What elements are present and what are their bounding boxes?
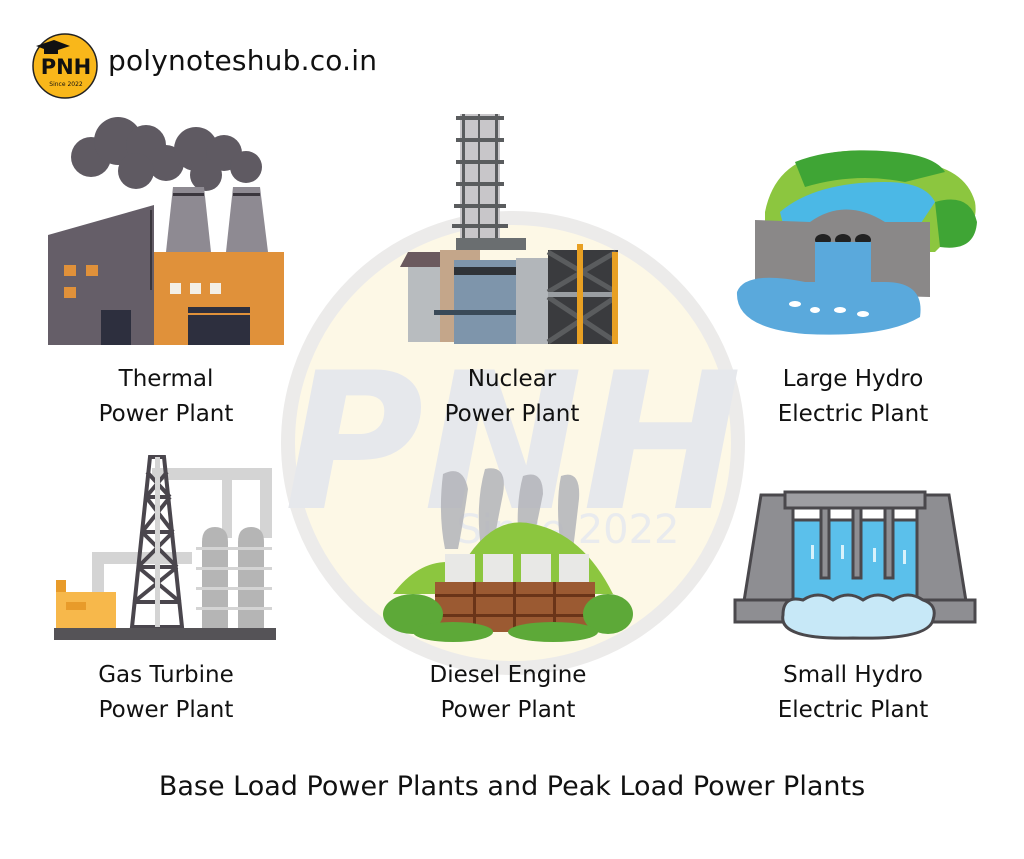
- nuclear-plant-icon: [400, 114, 618, 345]
- gas-turbine-tower-icon: [54, 455, 276, 640]
- pnh-logo[interactable]: PNH Since 2022: [30, 30, 100, 100]
- label-nuclear-power-plant: Nuclear Power Plant: [444, 366, 580, 427]
- label-thermal-power-plant: Thermal Power Plant: [98, 366, 234, 427]
- label-gas-turbine-power-plant: Gas Turbine Power Plant: [98, 662, 234, 723]
- svg-text:PNH: PNH: [41, 55, 92, 79]
- site-name[interactable]: polynoteshub.co.in: [108, 44, 378, 77]
- dam-waterfall-icon: [736, 150, 977, 335]
- label-large-hydro-electric-plant: Large Hydro Electric Plant: [777, 366, 929, 427]
- factory-smokestacks-icon: [48, 117, 284, 345]
- svg-text:Since 2022: Since 2022: [49, 81, 83, 88]
- label-small-hydro-electric-plant: Small Hydro Electric Plant: [777, 662, 929, 723]
- caption: Base Load Power Plants and Peak Load Pow…: [158, 771, 866, 802]
- small-dam-icon: [733, 490, 977, 640]
- label-diesel-engine-power-plant: Diesel Engine Power Plant: [429, 662, 587, 723]
- diesel-plant-icon: [383, 468, 633, 642]
